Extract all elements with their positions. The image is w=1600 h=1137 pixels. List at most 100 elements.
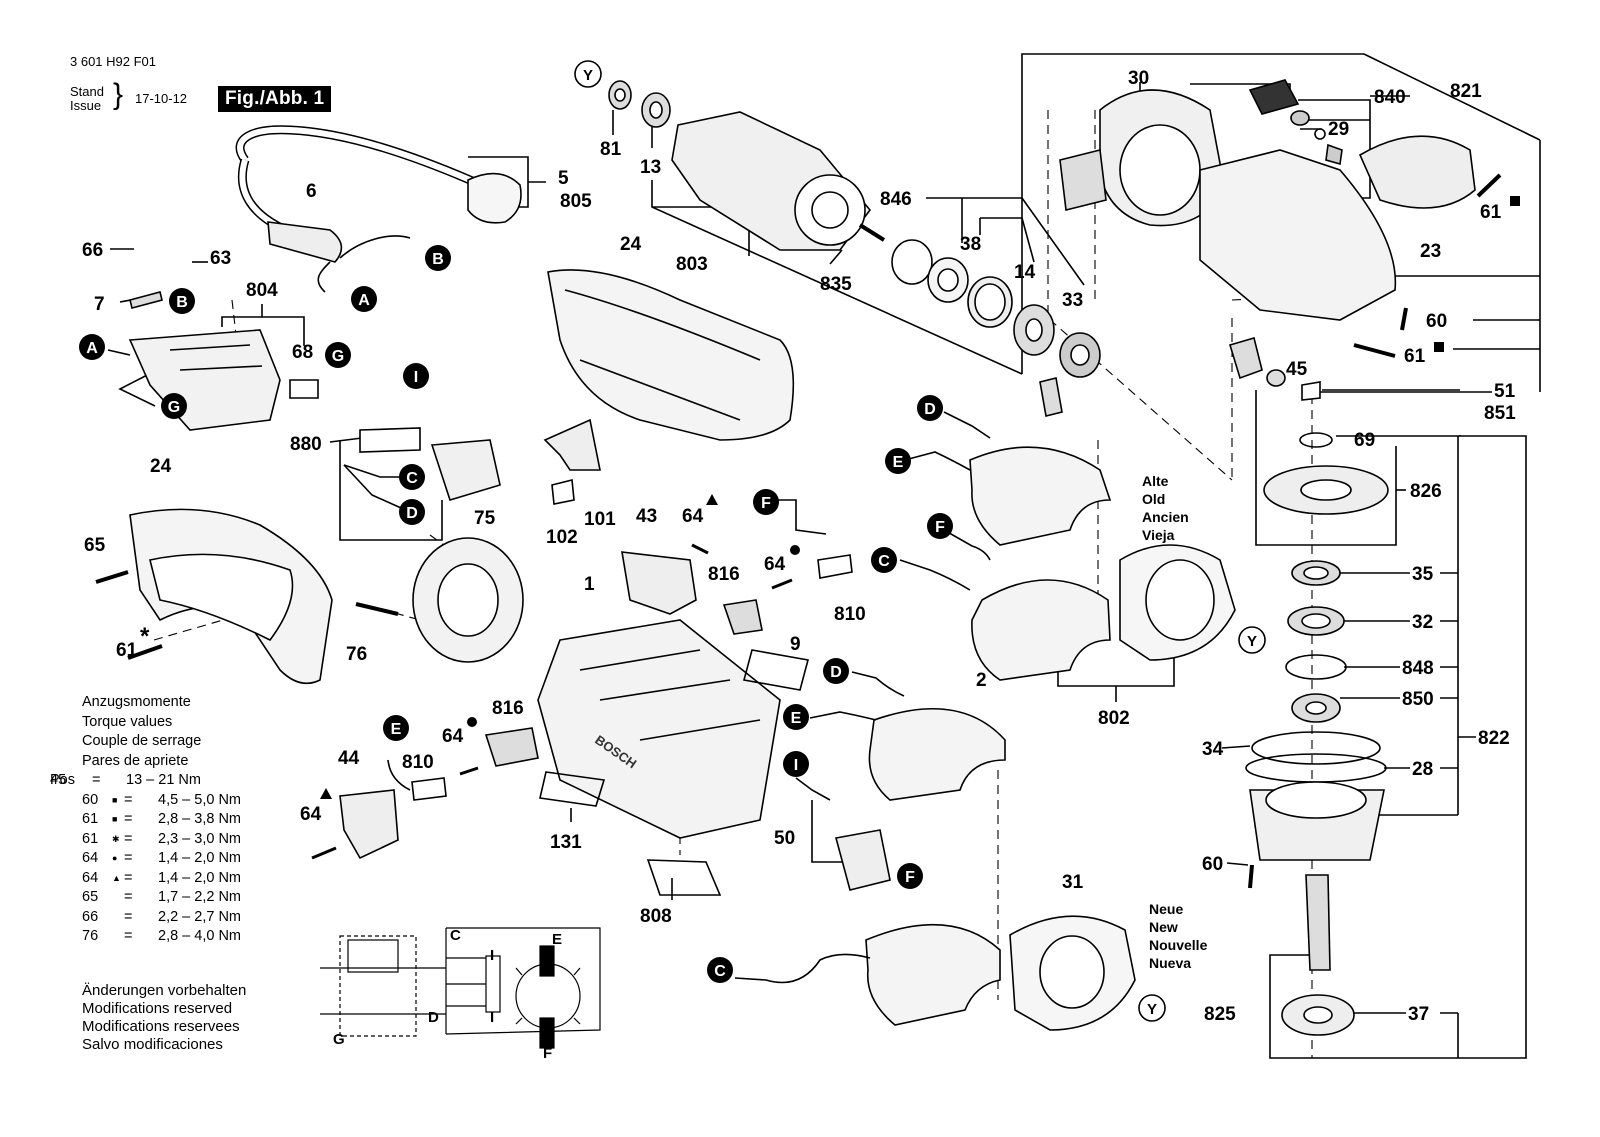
torque-pos: 61 [82, 830, 99, 847]
callout-marker-c: C [871, 547, 897, 573]
schematic-letter-e: E [552, 931, 562, 948]
label-65: 65 [84, 535, 106, 556]
callout-marker-c: C [399, 464, 425, 490]
torque-row: 61 ✱ = 2,3 – 3,0 Nm [82, 830, 241, 850]
svg-text:F: F [935, 519, 945, 536]
schematic-letter-g: G [333, 1031, 345, 1048]
svg-text:E: E [791, 710, 802, 727]
torque-symbol: ✱ [112, 833, 120, 844]
svg-text:G: G [168, 399, 180, 416]
label-60-top: 60 [1426, 311, 1447, 332]
doc-number: 3 601 H92 F01 [70, 54, 157, 69]
callout-marker-f: F [753, 489, 779, 515]
torque-symbol: ● [112, 853, 118, 863]
label-24-handle: 24 [150, 456, 172, 477]
label-821: 821 [1450, 81, 1482, 102]
label-102: 102 [546, 527, 578, 548]
brace: } [113, 78, 124, 111]
label-24-top: 24 [620, 234, 642, 255]
callout-marker-f: F [927, 513, 953, 539]
label-64-triangle-bottom: 64 [300, 804, 322, 825]
torque-equals: = [124, 850, 133, 866]
svg-text:Y: Y [583, 67, 593, 84]
torque-pos: 64 [82, 850, 99, 866]
modifications-note: Änderungen vorbehalten Modifications res… [82, 982, 246, 1054]
torque-pos: 45 [50, 772, 67, 788]
label-13: 13 [640, 157, 661, 178]
torque-equals: = [124, 869, 133, 886]
torque-value: 2,8 – 4,0 Nm [158, 928, 242, 944]
torque-row: 76=2,8 – 4,0 Nm [82, 927, 241, 947]
label-848: 848 [1402, 658, 1434, 679]
svg-text:D: D [406, 505, 418, 522]
torque-row: 61■=2,8 – 3,8 Nm [82, 810, 241, 830]
triangle-symbol [320, 788, 332, 799]
schematic-letter-c: C [450, 927, 461, 944]
dot-symbol [790, 545, 800, 555]
label-45: 45 [1286, 359, 1308, 380]
torque-pos: 61 [82, 811, 99, 827]
label-131: 131 [550, 832, 582, 853]
torque-value: 1,7 – 2,2 Nm [158, 889, 242, 905]
callout-marker-c: C [707, 957, 733, 983]
label-81: 81 [600, 139, 622, 160]
issue-date: 17-10-12 [135, 91, 188, 106]
label-846: 846 [880, 189, 912, 210]
torque-value: 2,3 – 3,0 Nm [158, 830, 242, 847]
label-28: 28 [1412, 759, 1433, 780]
torque-row: 65=1,7 – 2,2 Nm [82, 888, 241, 908]
label-851: 851 [1484, 403, 1516, 424]
torque-equals: = [92, 772, 101, 788]
label-810-bottom: 810 [402, 752, 434, 773]
label-61-square-top: 61 [1480, 202, 1502, 223]
label-61-star: 61 [116, 640, 138, 661]
label-2: 2 [976, 670, 987, 691]
callout-marker-y: Y [1138, 994, 1166, 1022]
label-51: 51 [1494, 381, 1516, 402]
new-en: New [1149, 919, 1178, 935]
callout-marker-g: G [161, 393, 187, 419]
svg-text:F: F [905, 869, 915, 886]
callout-marker-b: B [169, 288, 195, 314]
old-de: Alte [1142, 473, 1169, 489]
torque-value: 2,2 – 2,7 Nm [158, 908, 242, 925]
torque-equals: = [124, 791, 133, 808]
label-44: 44 [338, 748, 360, 769]
label-825: 825 [1204, 1004, 1236, 1025]
note-es: Salvo modificaciones [82, 1036, 223, 1053]
new-es: Nueva [1149, 955, 1192, 971]
label-810-top: 810 [834, 604, 866, 625]
callout-marker-b: B [425, 245, 451, 271]
svg-text:Y: Y [1147, 1001, 1157, 1018]
torque-pos: 65 [82, 889, 99, 905]
torque-row: 60■=4,5 – 5,0 Nm [82, 791, 241, 811]
label-31: 31 [1062, 872, 1084, 893]
torque-value: 1,4 – 2,0 Nm [158, 869, 242, 886]
label-7: 7 [94, 294, 105, 315]
label-23: 23 [1420, 241, 1441, 262]
callout-marker-d: D [823, 658, 849, 684]
torque-pos: 76 [82, 928, 99, 944]
old-fr: Ancien [1142, 509, 1189, 525]
label-29: 29 [1328, 119, 1349, 140]
callout-marker-e: E [783, 704, 809, 730]
svg-text:D: D [924, 401, 936, 418]
label-9: 9 [790, 634, 801, 655]
svg-text:F: F [761, 495, 771, 512]
torque-value: 1,4 – 2,0 Nm [158, 850, 242, 866]
label-850: 850 [1402, 689, 1434, 710]
old-es: Vieja [1142, 527, 1175, 543]
label-816-top: 816 [708, 564, 740, 585]
new-de: Neue [1149, 901, 1184, 917]
label-880: 880 [290, 434, 322, 455]
torque-heading-de: Anzugsmomente [82, 694, 191, 710]
label-808: 808 [640, 906, 672, 927]
torque-equals: = [124, 811, 133, 827]
callout-marker-y: Y [1238, 626, 1266, 654]
label-64-triangle-top: 64 [682, 506, 704, 527]
issue-label: Issue [70, 98, 102, 113]
torque-equals: = [124, 830, 133, 847]
label-69: 69 [1354, 430, 1375, 451]
svg-text:C: C [878, 553, 890, 570]
